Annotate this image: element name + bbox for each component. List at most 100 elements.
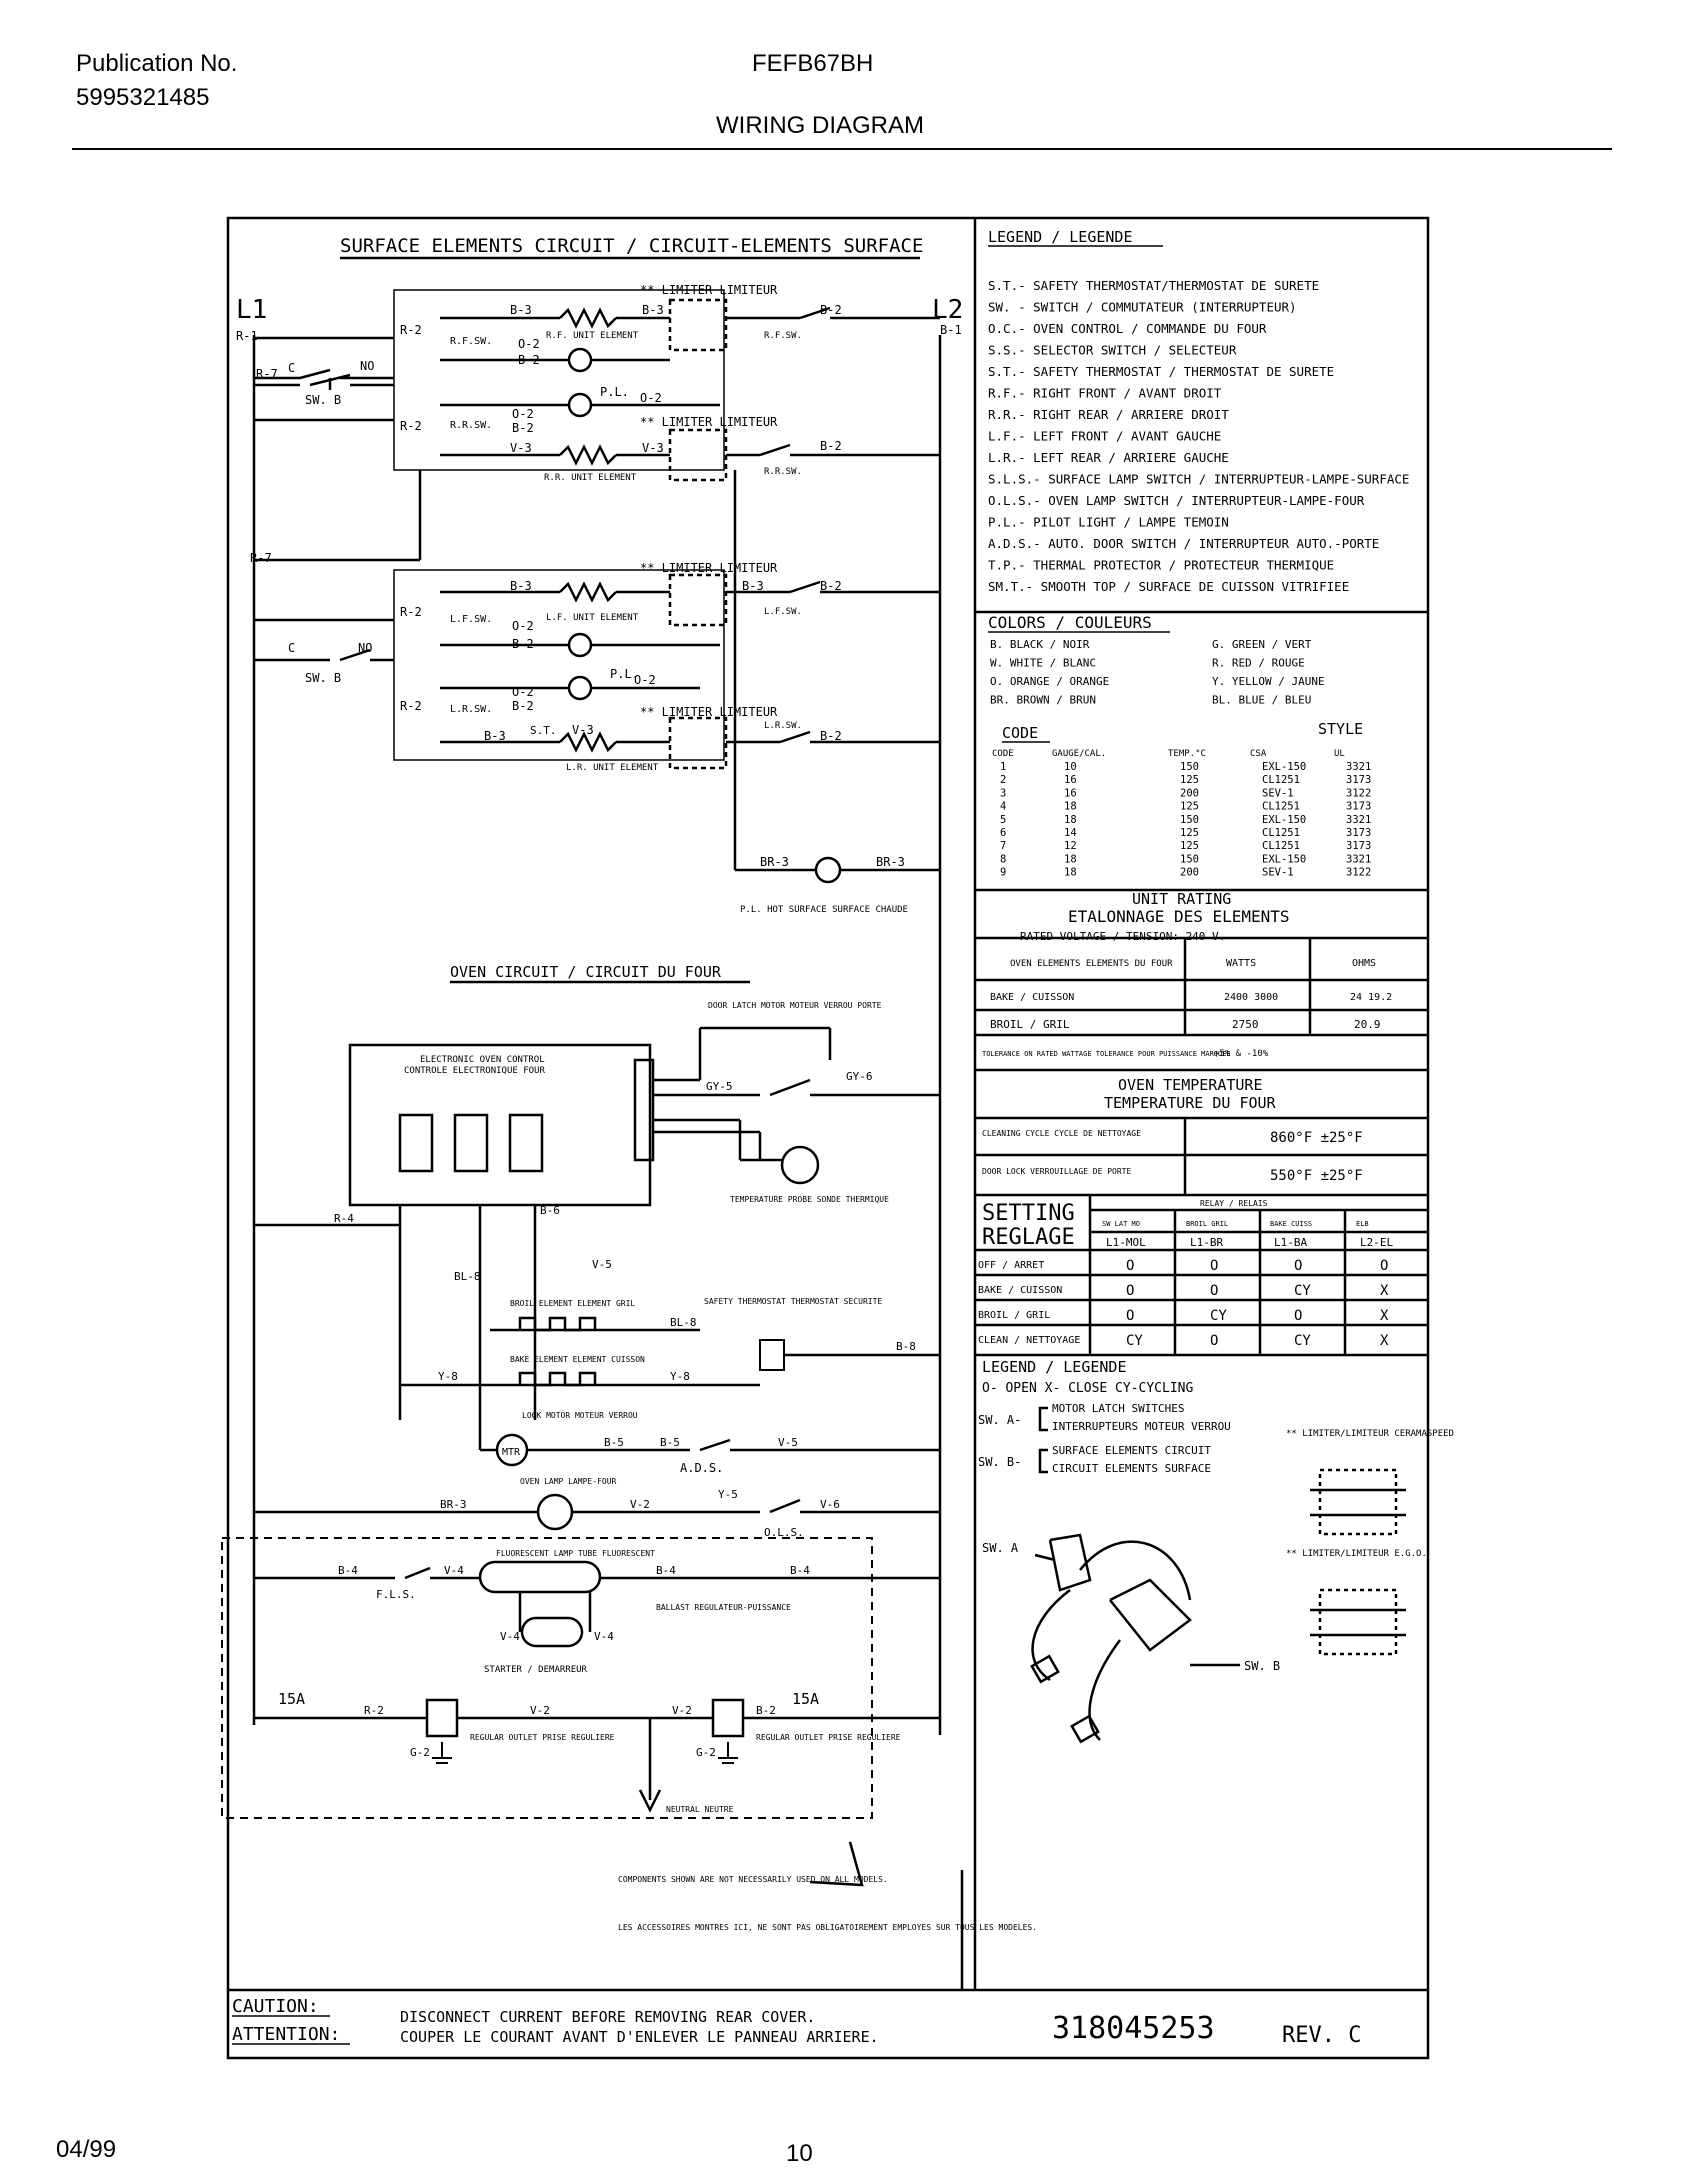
setting-cell: O	[1210, 1333, 1218, 1349]
oven-title: OVEN CIRCUIT / CIRCUIT DU FOUR	[450, 963, 722, 981]
swa-fr: INTERRUPTEURS MOTEUR VERROU	[1052, 1420, 1231, 1433]
relay-head: RELAY / RELAIS	[1200, 1199, 1268, 1208]
caution-text: DISCONNECT CURRENT BEFORE REMOVING REAR …	[400, 2008, 815, 2026]
code-table-cell: 150	[1180, 761, 1199, 773]
code-table-cell: 3321	[1346, 853, 1371, 865]
watts-head: WATTS	[1226, 958, 1256, 969]
color-item: Y. YELLOW / JAUNE	[1212, 675, 1325, 688]
wire-b3-c: B-3	[510, 579, 532, 593]
label-no-b: NO	[358, 641, 372, 655]
door-lock-label: DOOR LOCK VERROUILLAGE DE PORTE	[982, 1167, 1131, 1176]
label-l1: L1	[236, 295, 267, 325]
header-rule	[72, 148, 1612, 150]
code-table-cell: 12	[1064, 840, 1077, 852]
wire-b2-h: B-2	[820, 579, 842, 593]
setting-cell: X	[1380, 1308, 1389, 1324]
oven-temp-title: OVEN TEMPERATURE	[1118, 1076, 1263, 1094]
code-table-cell: SEV-1	[1262, 867, 1294, 879]
door-lock-value: 550°F ±25°F	[1270, 1168, 1363, 1184]
setting-cell: O	[1294, 1258, 1302, 1274]
rfsw-right: R.F.SW.	[764, 331, 802, 341]
code-table-cell: 18	[1064, 801, 1077, 813]
legend-item: R.F.- RIGHT FRONT / AVANT DROIT	[988, 386, 1222, 401]
color-item: BR. BROWN / BRUN	[990, 694, 1096, 707]
caution-label: CAUTION:	[232, 1996, 319, 2017]
wire-o2-c: O-2	[512, 407, 534, 421]
lock-motor-label: LOCK MOTOR MOTEUR VERROU	[522, 1411, 638, 1420]
wire-o2-e: O-2	[634, 673, 656, 687]
wire-b2-f: B-2	[512, 637, 534, 651]
setting-row-label: OFF / ARRET	[978, 1260, 1044, 1271]
wire-o2-d: O-2	[512, 619, 534, 633]
wire-r2-c: R-2	[400, 605, 422, 619]
code-table-cell: 10	[1064, 761, 1077, 773]
setting-cell: O	[1380, 1258, 1388, 1274]
setting-title: SETTING	[982, 1201, 1075, 1226]
code-table-cell: 8	[1000, 853, 1006, 865]
legend-title: LEGEND / LEGENDE	[988, 228, 1133, 246]
color-item: O. ORANGE / ORANGE	[990, 675, 1109, 688]
code-table-cell: 18	[1064, 814, 1077, 826]
wire-b2-g: B-2	[512, 699, 534, 713]
setting-col: L2-EL	[1360, 1236, 1393, 1249]
legend-item: L.R.- LEFT REAR / ARRIERE GAUCHE	[988, 450, 1229, 465]
limiter-4: ** LIMITER LIMITEUR	[640, 705, 778, 719]
wire-y8-b: Y-8	[670, 1370, 690, 1383]
limiter-ceramaspeed: ** LIMITER/LIMITEUR CERAMASPEED	[1286, 1429, 1454, 1439]
setting-col: L1-BA	[1274, 1236, 1307, 1249]
surface-title: SURFACE ELEMENTS CIRCUIT / CIRCUIT-ELEME…	[340, 235, 923, 257]
legend-list: S.T.- SAFETY THERMOSTAT/THERMOSTAT DE SU…	[988, 278, 1409, 594]
lfsw-right: L.F.SW.	[764, 607, 802, 617]
fuse-b-label: 15A	[792, 1690, 819, 1708]
lrsw-right: L.R.SW.	[764, 721, 802, 731]
rfsw-label: R.F.SW.	[450, 336, 492, 347]
wire-b4-a: B-4	[338, 1564, 358, 1577]
code-table-cell: 9	[1000, 867, 1006, 879]
wire-o2-f: O-2	[512, 685, 534, 699]
code-table-cell: 16	[1064, 774, 1077, 786]
tolerance-value: +5% & -10%	[1214, 1049, 1269, 1059]
publication-label: Publication No.	[76, 50, 238, 77]
limiter-2: ** LIMITER LIMITEUR	[640, 415, 778, 429]
setting-cell: X	[1380, 1283, 1389, 1299]
setting-col-head: BAKE CUISS	[1270, 1220, 1312, 1228]
wire-v5-a: V-5	[592, 1258, 612, 1271]
wire-b3-a: B-3	[510, 303, 532, 317]
wire-gy6: GY-6	[846, 1070, 873, 1083]
wire-br3-c: BR-3	[440, 1498, 467, 1511]
legend-item: S.S.- SELECTOR SWITCH / SELECTEUR	[988, 343, 1237, 358]
outlet-a-label: REGULAR OUTLET PRISE REGULIERE	[470, 1733, 615, 1742]
wire-y5: Y-5	[718, 1488, 738, 1501]
wire-v2-a: V-2	[630, 1498, 650, 1511]
legend-item: SW. - SWITCH / COMMUTATEUR (INTERRUPTEUR…	[988, 300, 1297, 315]
code-table-cell: EXL-150	[1262, 853, 1306, 865]
setting-cell: O	[1126, 1308, 1134, 1324]
ads-label: A.D.S.	[680, 1461, 723, 1475]
broil-watts: 2750	[1232, 1018, 1259, 1031]
wire-gy5: GY-5	[706, 1080, 733, 1093]
legend-item: SM.T.- SMOOTH TOP / SURFACE DE CUISSON V…	[988, 579, 1349, 594]
wire-b6: B-6	[540, 1204, 560, 1217]
label-l2: L2	[932, 295, 963, 325]
wire-r4: R-4	[334, 1212, 354, 1225]
sw-b-drawing-label: SW. B	[1244, 1659, 1280, 1673]
code-table-header: CODE	[992, 749, 1014, 759]
wire-b3-b: B-3	[642, 303, 664, 317]
code-title: CODE	[1002, 724, 1038, 742]
color-item: G. GREEN / VERT	[1212, 638, 1312, 651]
lr-unit-label: L.R. UNIT ELEMENT	[566, 763, 659, 773]
bake-element-label: BAKE ELEMENT ELEMENT CUISSON	[510, 1355, 645, 1364]
limiter-1: ** LIMITER LIMITEUR	[640, 283, 778, 297]
wire-bl8: BL-8	[454, 1270, 481, 1283]
code-table-cell: 200	[1180, 867, 1199, 879]
fuse-a-label: 15A	[278, 1690, 305, 1708]
setting-cell: X	[1380, 1333, 1389, 1349]
wire-r2-e: R-2	[364, 1704, 384, 1717]
swa-label: SW. A-	[978, 1413, 1021, 1427]
wire-b5-b: B-5	[660, 1436, 680, 1449]
model-number: FEFB67BH	[752, 50, 874, 77]
legend-item: S.L.S.- SURFACE LAMP SWITCH / INTERRUPTE…	[988, 472, 1409, 487]
code-table-cell: 3173	[1346, 827, 1371, 839]
wire-v4-a: V-4	[444, 1564, 464, 1577]
